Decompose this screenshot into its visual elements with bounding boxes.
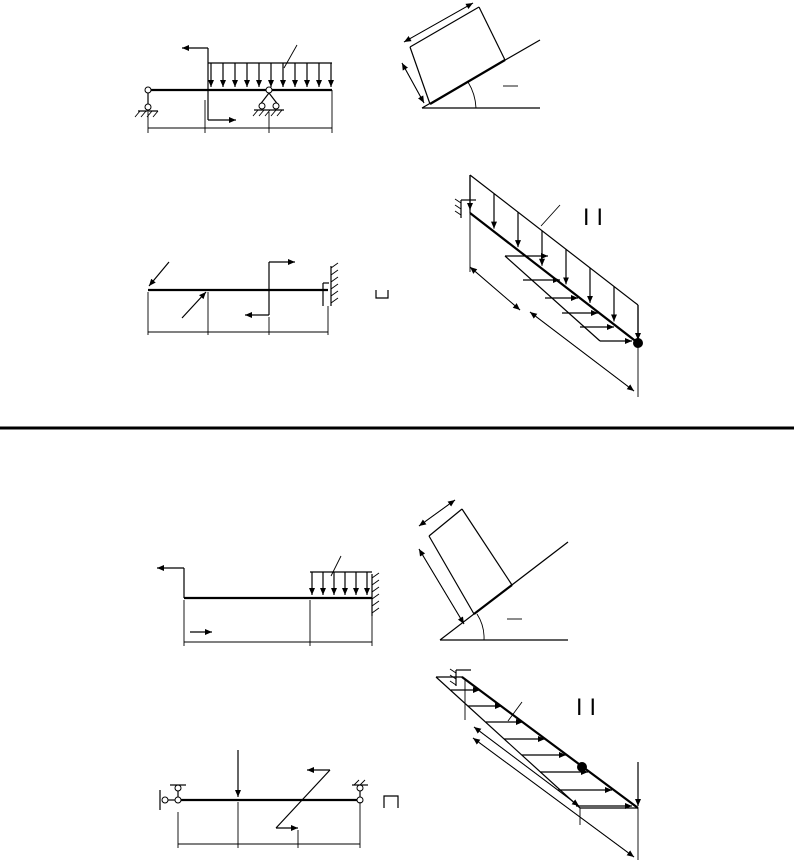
incline-block-diagram-b	[418, 499, 569, 641]
incline-block-diagram-a	[401, 2, 541, 109]
beam-diagram-c	[157, 555, 380, 646]
beam-diagram-b	[147, 259, 389, 335]
roman-label-bottom: I I	[576, 696, 596, 721]
inclined-beam-diagram-b	[435, 668, 641, 860]
inclined-beam-diagram-a	[454, 174, 643, 397]
roman-label-top: I I	[583, 206, 603, 231]
beam-diagram-a	[134, 44, 334, 133]
beam-diagram-d	[159, 750, 399, 848]
